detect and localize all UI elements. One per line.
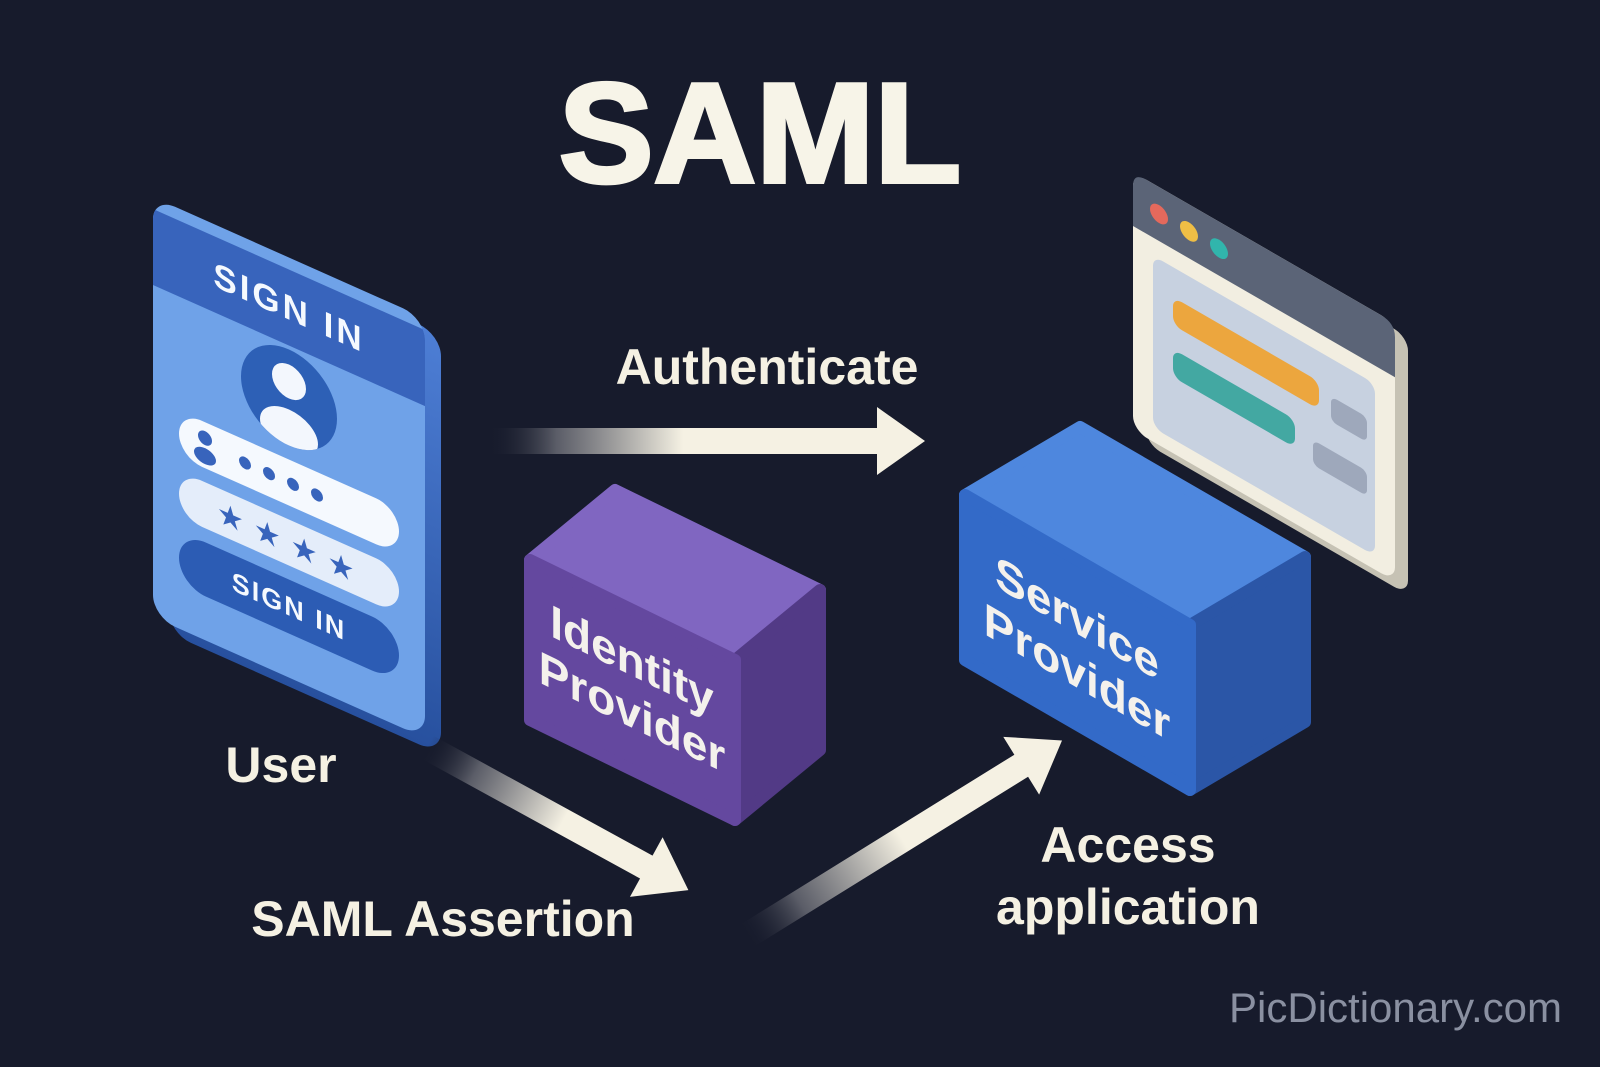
authenticate-label: Authenticate — [616, 339, 919, 395]
browser-gray-block-2 — [1313, 442, 1367, 494]
browser-titlebar — [1133, 177, 1395, 378]
watermark: PicDictionary.com — [1229, 984, 1562, 1031]
identity-provider-box: Identity Provider — [524, 484, 826, 826]
username-field — [179, 418, 399, 547]
username-dots — [239, 456, 323, 502]
service-provider-front-face — [959, 489, 1196, 796]
service-provider-box: Service Provider — [959, 421, 1311, 796]
browser-gray-block-1 — [1331, 398, 1367, 440]
browser-teal-bar — [1173, 352, 1295, 444]
sign-in-card: SIGN IN ★★★★ SIGN IN — [153, 204, 441, 747]
browser-window — [1133, 177, 1408, 589]
username-person-icon — [194, 430, 216, 466]
saml-assertion-label: SAML Assertion — [251, 891, 634, 947]
authenticate-arrow-icon — [488, 407, 925, 475]
access-application-label-line2: application — [996, 879, 1260, 935]
access-application-label-line1: Access — [1040, 817, 1215, 873]
browser-dot-red-icon — [1150, 203, 1168, 225]
card-header-band — [153, 209, 425, 407]
page-title: SAML — [559, 54, 961, 213]
browser-orange-bar — [1173, 300, 1319, 406]
user-label: User — [225, 737, 336, 793]
identity-provider-front-face — [524, 554, 741, 826]
access-application-arrow-icon — [738, 736, 1063, 949]
user-avatar-icon — [241, 345, 337, 458]
saml-assertion-arrow-icon — [420, 735, 689, 897]
